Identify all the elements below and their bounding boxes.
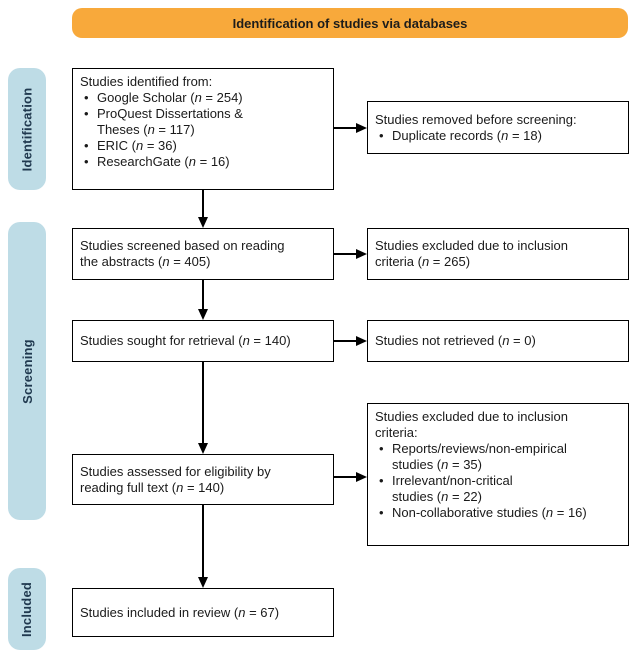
bullet-item: Google Scholar (n = 254) bbox=[80, 90, 326, 106]
arrow-line bbox=[202, 362, 204, 443]
bullet-item: ProQuest Dissertations &Theses (n = 117) bbox=[80, 106, 326, 138]
stage-label-identification-text: Identification bbox=[19, 87, 35, 171]
box-studies-not-retrieved-text: Studies not retrieved (n = 0) bbox=[375, 333, 536, 348]
arrowhead-down-icon bbox=[198, 309, 208, 320]
box-studies-included-text: Studies included in review (n = 67) bbox=[80, 604, 280, 620]
bullet-item: ERIC (n = 36) bbox=[80, 138, 326, 154]
arrow-line bbox=[334, 476, 356, 478]
arrowhead-right-icon bbox=[356, 336, 367, 346]
box-studies-identified-list: Google Scholar (n = 254)ProQuest Dissert… bbox=[80, 90, 326, 170]
arrow-line bbox=[334, 253, 356, 255]
arrowhead-right-icon bbox=[356, 472, 367, 482]
box-studies-removed-list: Duplicate records (n = 18) bbox=[375, 128, 621, 144]
box-studies-included: Studies included in review (n = 67) bbox=[72, 588, 334, 637]
banner-identification-via-databases: Identification of studies via databases bbox=[72, 8, 628, 38]
stage-label-included-text: Included bbox=[19, 581, 35, 637]
bullet-item: Non-collaborative studies (n = 16) bbox=[375, 505, 621, 521]
arrowhead-down-icon bbox=[198, 577, 208, 588]
stage-label-included: Included bbox=[8, 568, 46, 650]
box-studies-sought: Studies sought for retrieval (n = 140) bbox=[72, 320, 334, 362]
arrow-line bbox=[202, 190, 204, 217]
arrowhead-right-icon bbox=[356, 123, 367, 133]
box-studies-identified: Studies identified from: Google Scholar … bbox=[72, 68, 334, 190]
box-studies-removed-intro: Studies removed before screening: bbox=[375, 111, 577, 127]
stage-label-screening: Screening bbox=[8, 222, 46, 520]
box-studies-identified-intro: Studies identified from: bbox=[80, 74, 213, 89]
arrow-line bbox=[202, 505, 204, 577]
bullet-item: Duplicate records (n = 18) bbox=[375, 128, 621, 144]
arrow-line bbox=[334, 340, 356, 342]
box-studies-sought-text: Studies sought for retrieval (n = 140) bbox=[80, 333, 291, 348]
arrowhead-down-icon bbox=[198, 217, 208, 228]
arrow-line bbox=[202, 280, 204, 309]
arrow-line bbox=[334, 127, 356, 129]
stage-label-identification: Identification bbox=[8, 68, 46, 190]
arrowhead-right-icon bbox=[356, 249, 367, 259]
arrowhead-down-icon bbox=[198, 443, 208, 454]
bullet-item: ResearchGate (n = 16) bbox=[80, 154, 326, 170]
box-studies-not-retrieved: Studies not retrieved (n = 0) bbox=[367, 320, 629, 362]
stage-label-screening-text: Screening bbox=[19, 338, 35, 404]
box-studies-removed: Studies removed before screening: Duplic… bbox=[367, 101, 629, 154]
